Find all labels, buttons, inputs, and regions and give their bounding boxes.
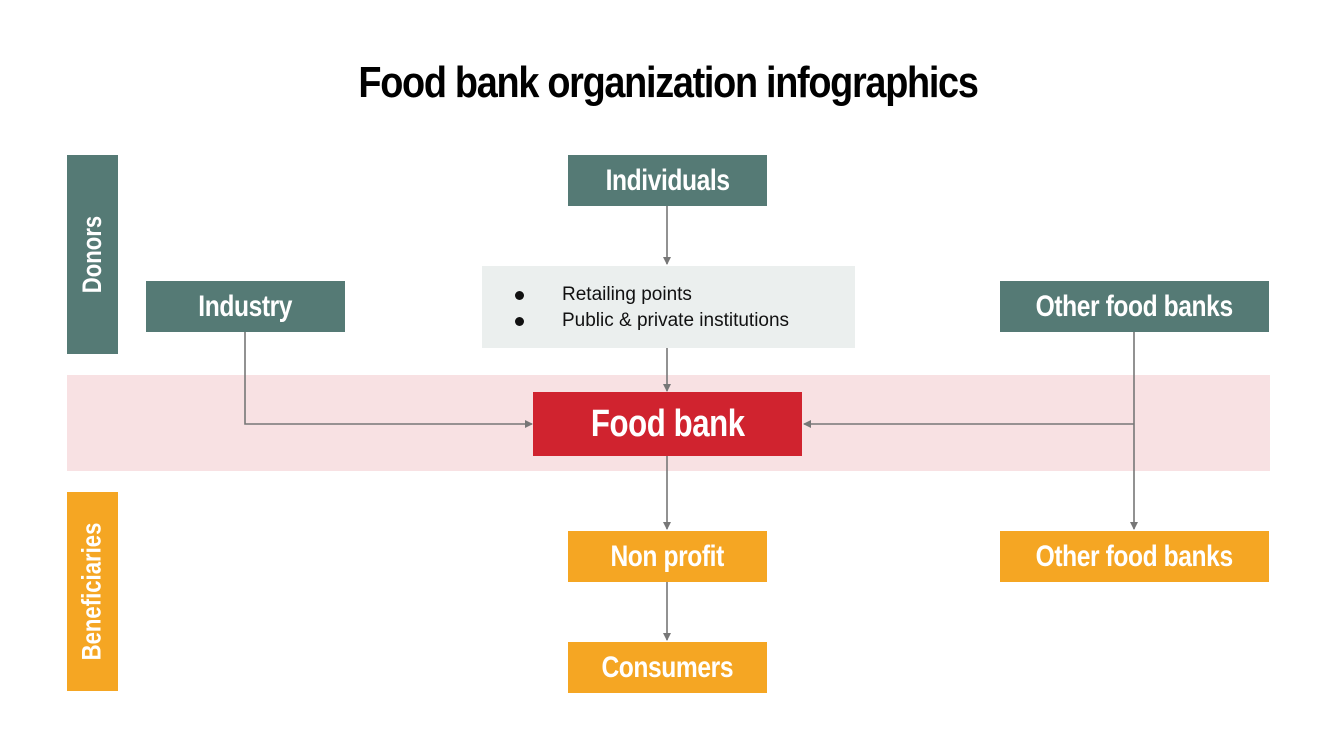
individuals-text: Individuals	[605, 163, 730, 197]
bullet-icon	[515, 317, 524, 326]
list-item: Public & private institutions	[482, 308, 855, 334]
non-profit-text: Non profit	[610, 539, 725, 573]
other-food-banks-donor-text: Other food banks	[1035, 289, 1234, 323]
industry-box: Industry	[146, 281, 345, 332]
beneficiaries-label: Beneficiaries	[67, 492, 118, 691]
non-profit-box: Non profit	[568, 531, 767, 582]
sub-donors-list: Retailing points Public & private instit…	[482, 266, 855, 348]
food-bank-box: Food bank	[533, 392, 802, 456]
other-food-banks-beneficiary-text: Other food banks	[1035, 539, 1234, 573]
industry-text: Industry	[198, 289, 293, 323]
consumers-box: Consumers	[568, 642, 767, 693]
individuals-box: Individuals	[568, 155, 767, 206]
list-item-text: Public & private institutions	[562, 310, 790, 331]
beneficiaries-label-text: Beneficiaries	[77, 522, 107, 661]
list-item-text: Retailing points	[562, 284, 692, 305]
other-food-banks-beneficiary-box: Other food banks	[1000, 531, 1269, 582]
donors-label: Donors	[67, 155, 118, 354]
bullet-icon	[515, 291, 524, 300]
other-food-banks-donor-box: Other food banks	[1000, 281, 1269, 332]
consumers-text: Consumers	[601, 650, 734, 684]
donors-label-text: Donors	[77, 215, 107, 294]
page-title: Food bank organization infographics	[358, 58, 978, 107]
list-item: Retailing points	[482, 282, 855, 308]
food-bank-text: Food bank	[590, 402, 745, 445]
